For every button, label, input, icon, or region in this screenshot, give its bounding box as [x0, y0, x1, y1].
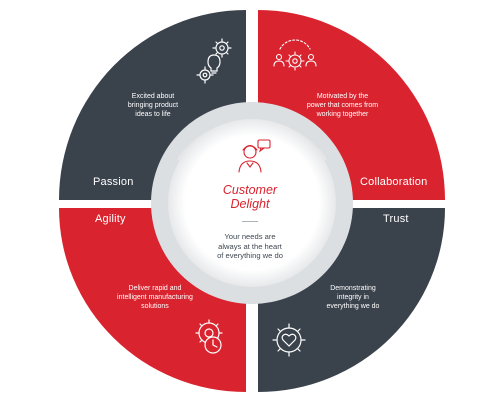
collaboration-label: Collaboration: [360, 176, 428, 188]
gear-clock-icon: [195, 319, 223, 354]
gears-lightbulb-icon: [196, 38, 232, 84]
trust-label: Trust: [383, 213, 409, 225]
agility-label: Agility: [95, 213, 126, 225]
center-divider: [242, 221, 258, 222]
passion-description: Excited about bringing product ideas to …: [127, 93, 179, 118]
agility-description: Deliver rapid and intelligent manufactur…: [117, 285, 193, 310]
center-title: Customer Delight: [222, 183, 278, 211]
collaboration-description: Motivated by the power that comes from w…: [306, 93, 379, 118]
team-gear-icon: [273, 39, 317, 71]
center-disk: [168, 119, 336, 287]
trust-description: Demonstrating integrity in everything we…: [326, 285, 380, 310]
customer-service-icon: [238, 139, 271, 173]
passion-label: Passion: [93, 176, 134, 188]
gear-heart-icon: [272, 323, 306, 357]
center-description: Your needs are always at the heart of ev…: [217, 232, 283, 260]
